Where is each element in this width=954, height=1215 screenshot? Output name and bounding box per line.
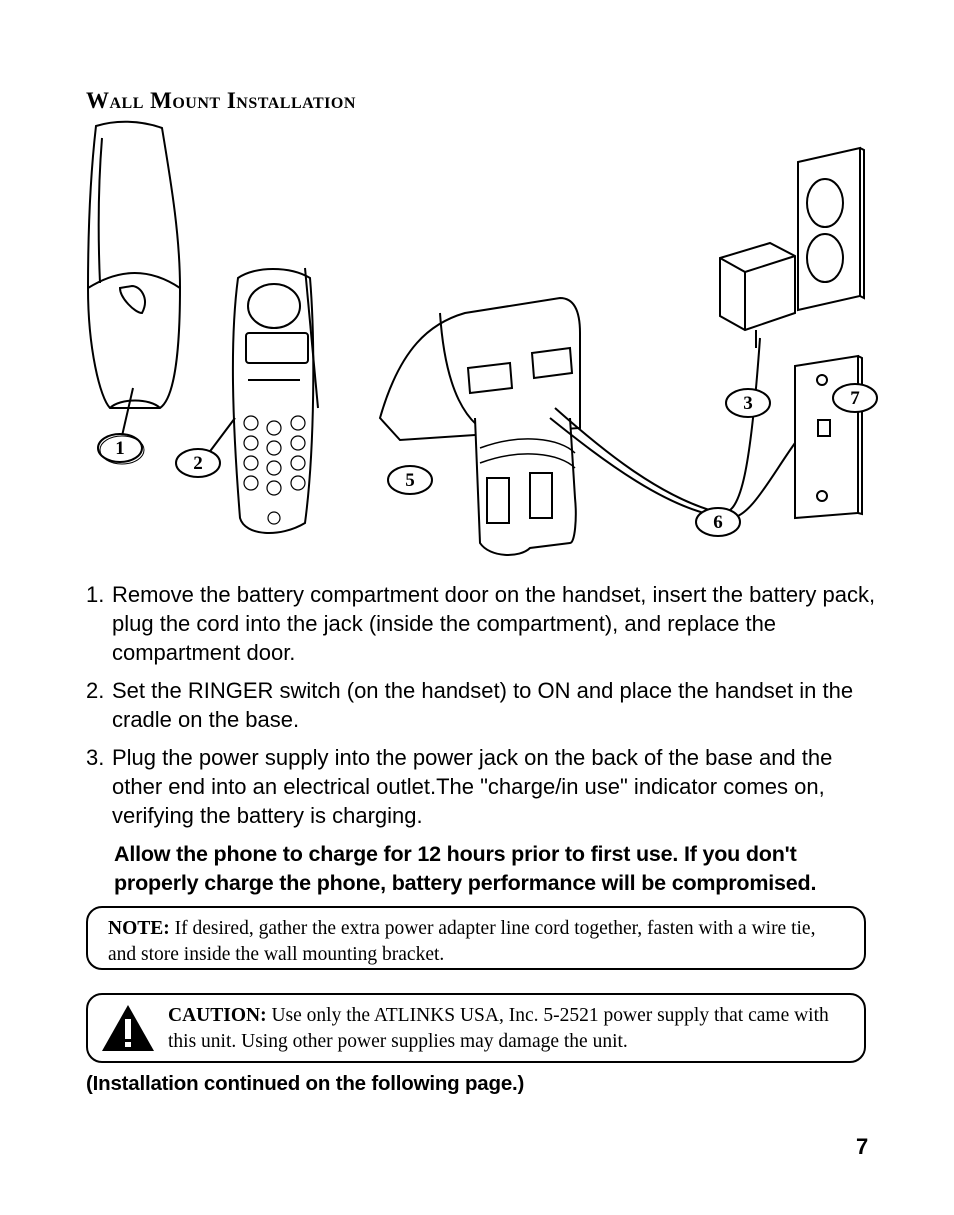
charge-warning: Allow the phone to charge for 12 hours p… [114, 842, 817, 895]
power-outlet-drawing [797, 146, 865, 312]
step-2: 2. Set the RINGER switch (on the handset… [86, 676, 876, 734]
step-1: 1. Remove the battery compartment door o… [86, 580, 876, 667]
caution-box: CAUTION: Use only the ATLINKS USA, Inc. … [86, 993, 866, 1063]
callout-2: 2 [175, 448, 221, 478]
caution-text: Use only the ATLINKS USA, Inc. 5-2521 po… [168, 1005, 829, 1052]
callout-3: 3 [725, 388, 771, 418]
callout-5: 5 [387, 465, 433, 495]
callout-1-label: 1 [115, 438, 125, 459]
caution-label: CAUTION: [168, 1005, 267, 1026]
callout-6: 6 [695, 507, 741, 537]
warning-triangle-icon [102, 1005, 154, 1051]
callout-2-label: 2 [193, 453, 203, 474]
callout-7-label: 7 [850, 388, 860, 409]
step-1-number: 1. [86, 582, 105, 607]
callout-5-label: 5 [405, 470, 415, 491]
callout-7: 7 [832, 383, 878, 413]
phone-wall-jack-drawing [794, 354, 863, 520]
step-3: 3. Plug the power supply into the power … [86, 743, 876, 830]
step-3-text: Plug the power supply into the power jac… [112, 745, 833, 828]
callout-6-label: 6 [713, 512, 723, 533]
step-1-text: Remove the battery compartment door on t… [112, 582, 876, 665]
step-2-number: 2. [86, 678, 105, 703]
step-3-number: 3. [86, 745, 105, 770]
note-label: NOTE: [108, 918, 170, 939]
callout-1: 1 [97, 433, 145, 465]
cords-drawing [549, 337, 796, 520]
note-text: If desired, gather the extra power adapt… [108, 918, 816, 965]
handset-back-drawing [86, 120, 182, 409]
installation-illustration: 1 2 5 [86, 120, 878, 556]
continued-notice: (Installation continued on the following… [86, 1072, 525, 1095]
callout-3-label: 3 [743, 393, 753, 414]
step-2-text: Set the RINGER switch (on the handset) t… [112, 678, 854, 732]
page-title: Wall Mount Installation [86, 88, 356, 113]
handset-front-drawing [231, 267, 319, 534]
power-adapter-drawing [719, 241, 796, 348]
base-unit-drawing [378, 296, 581, 556]
note-box: NOTE: If desired, gather the extra power… [86, 906, 866, 970]
page-number: 7 [856, 1134, 869, 1159]
